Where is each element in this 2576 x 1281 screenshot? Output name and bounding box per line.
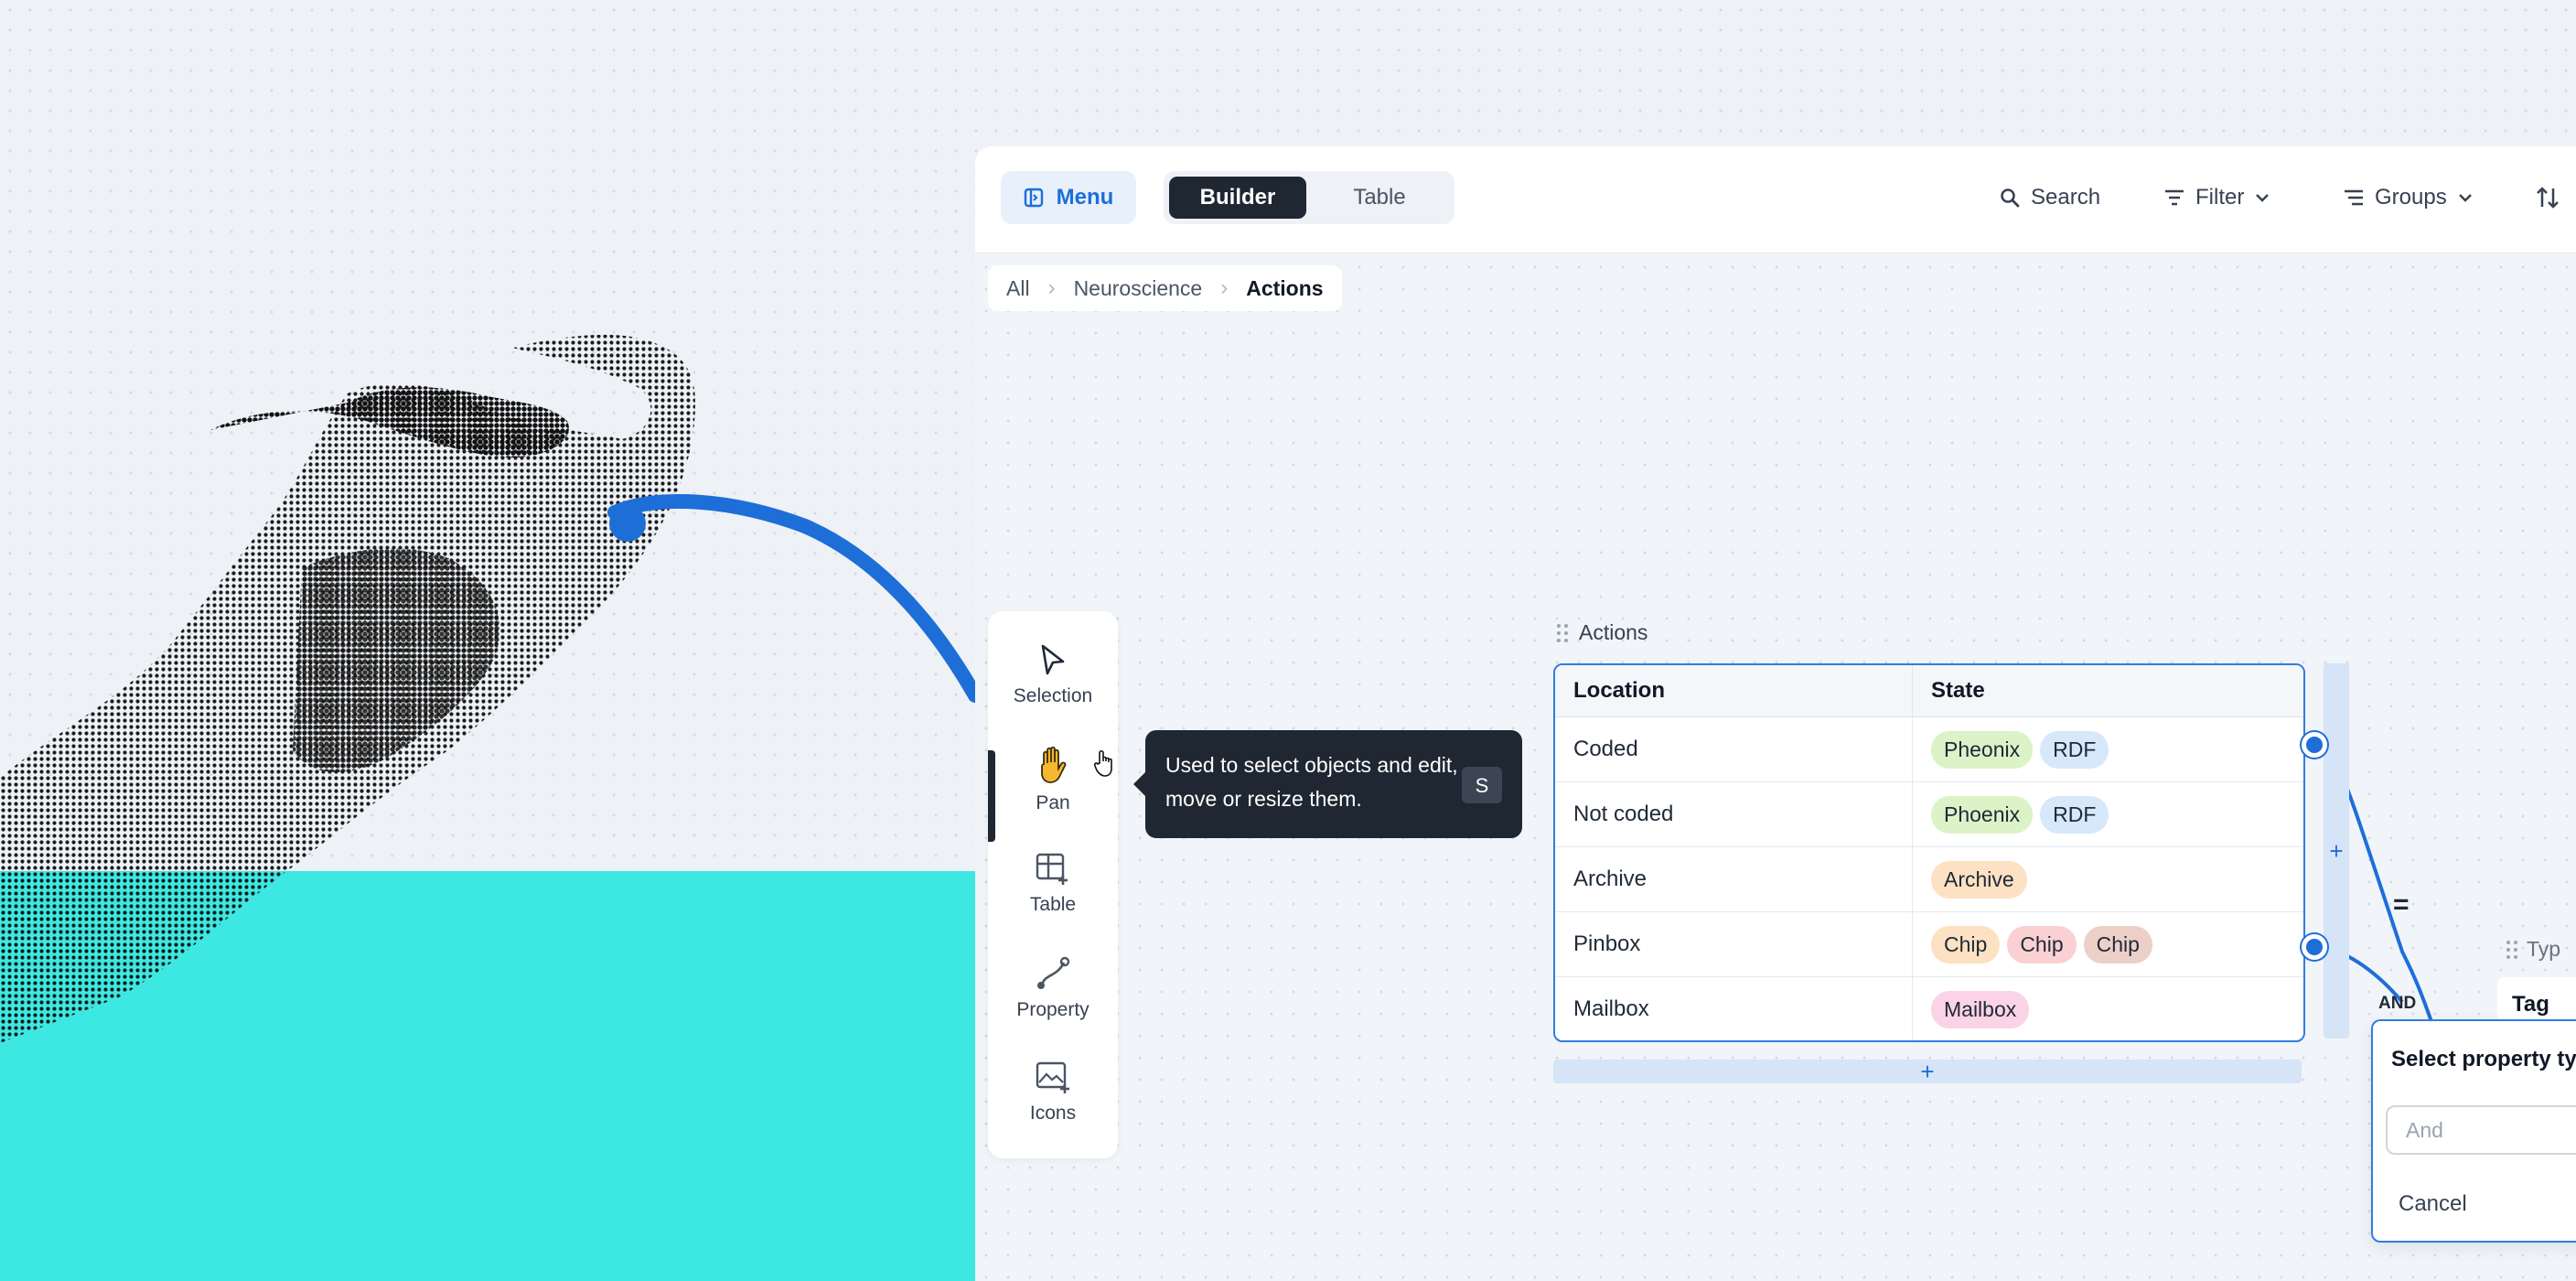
chevron-down-icon [2458,194,2472,202]
tool-selection[interactable]: Selection [988,626,1118,725]
location-cell[interactable]: Mailbox [1555,976,1913,1040]
sort-icon [2537,187,2559,209]
menu-label: Menu [1056,185,1114,210]
breadcrumb: All › Neuroscience › Actions [988,265,1342,311]
tool-icons-label: Icons [1029,1103,1077,1124]
hand-icon [1041,746,1067,783]
and-operator-label: AND [2378,994,2417,1013]
state-chip[interactable]: Chip [2007,925,2077,963]
cursor-arrow-icon [1041,644,1065,675]
table-node-title: Actions [1579,620,1648,644]
drag-handle-icon[interactable] [1557,623,1568,642]
chevron-down-icon [2256,194,2270,202]
table-plus-icon [1036,853,1068,885]
connection-port[interactable] [2302,732,2327,758]
location-cell[interactable]: Not coded [1555,781,1913,847]
chevron-right-icon: › [1047,275,1056,300]
location-cell[interactable]: Archive [1555,846,1913,912]
tool-selection-label: Selection [1013,685,1093,706]
breadcrumb-all[interactable]: All [1006,275,1030,300]
table-row[interactable]: Mailbox Mailbox [1555,976,2304,1041]
breadcrumb-neuroscience[interactable]: Neuroscience [1073,275,1203,300]
state-chip[interactable]: Archive [1931,860,2027,899]
tool-table-label: Table [1029,894,1077,915]
property-curve-icon [1037,956,1070,989]
groups-label: Groups [2375,185,2447,210]
table-row[interactable]: Archive Archive [1555,846,2303,912]
table-node-header[interactable]: Actions [1557,620,1648,645]
type-column-header: Tag [2512,992,2549,1017]
column-header-state[interactable]: State [1912,665,2303,717]
select-property-popup: Select property ty And Cancel [2371,1019,2576,1243]
tool-palette: Selection Pan Table [988,611,1118,1158]
view-builder-tab[interactable]: Builder [1169,177,1306,219]
state-cell[interactable]: Mailbox [1913,977,2304,1041]
filter-label: Filter [2195,185,2245,210]
add-row-button[interactable]: + [1553,1058,2302,1085]
column-header-location[interactable]: Location [1555,665,1913,717]
state-chip[interactable]: RDF [2040,730,2109,769]
state-chip[interactable]: Pheonix [1931,730,2034,769]
groups-icon [2345,189,2363,206]
active-tool-indicator [988,750,995,842]
tool-pan-label: Pan [1036,792,1070,813]
filter-icon [2165,189,2184,206]
drag-handle-icon[interactable] [2506,940,2517,959]
state-chip[interactable]: Mailbox [1931,990,2030,1028]
tooltip-text: Used to select objects and edit, move or… [1165,753,1458,811]
top-toolbar: Menu Builder Table Search Filter [975,146,2576,253]
connection-port[interactable] [2302,934,2327,960]
tool-property[interactable]: Property [988,939,1118,1038]
view-switcher: Builder Table [1164,171,1454,224]
tool-pan[interactable]: Pan [988,730,1118,829]
sort-button[interactable] [2536,171,2560,224]
pointer-hand-cursor-icon [1094,749,1112,777]
search-icon [2001,188,2020,208]
search-label: Search [2031,185,2101,210]
menu-button[interactable]: Menu [1001,171,1136,224]
chevron-right-icon: › [1220,275,1229,300]
state-chip[interactable]: RDF [2040,795,2109,834]
shortcut-key: S [1462,767,1502,803]
sidebar-toggle-icon [1024,188,1043,208]
tool-property-label: Property [1016,999,1089,1020]
tool-tooltip: Used to select objects and edit, move or… [1133,730,1522,838]
property-type-input[interactable]: And [2386,1105,2576,1155]
select-property-title: Select property ty [2391,1047,2576,1071]
location-cell[interactable]: Coded [1555,716,1913,782]
builder-app-window: = AND Menu Builder Table Se [975,146,2576,1281]
equals-operator[interactable]: = [2393,889,2410,920]
tool-table[interactable]: Table [988,834,1118,933]
image-plus-icon [1036,1061,1069,1093]
type-node-header[interactable]: Typ [2506,937,2560,962]
state-cell[interactable]: Archive [1912,846,2303,912]
location-cell[interactable]: Pinbox [1555,911,1913,977]
tooltip-arrow [1133,772,1145,796]
cancel-button[interactable]: Cancel [2399,1191,2467,1216]
view-table-tab[interactable]: Table [1353,185,1406,210]
type-node-title: Typ [2527,937,2561,961]
breadcrumb-actions[interactable]: Actions [1246,275,1324,300]
state-chip[interactable]: Chip [1931,925,2001,963]
tool-icons[interactable]: Icons [988,1043,1118,1142]
search-button[interactable]: Search [2000,171,2100,224]
state-chip[interactable]: Phoenix [1931,795,2034,834]
filter-button[interactable]: Filter [2164,171,2270,224]
state-chip[interactable]: Chip [2083,925,2152,963]
add-column-button[interactable]: + [2324,663,2349,1039]
groups-button[interactable]: Groups [2344,171,2473,224]
halftone-hand-illustration [0,334,975,1043]
